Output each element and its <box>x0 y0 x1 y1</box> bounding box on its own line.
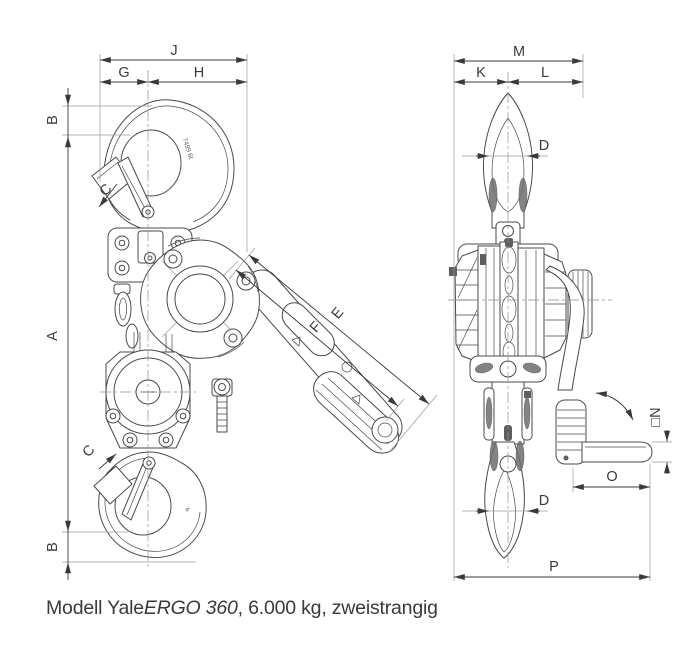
caption: Modell YaleERGO 360, 6.000 kg, zweistran… <box>46 597 438 620</box>
caption-model-name: ERGO 360 <box>143 597 238 619</box>
dim-O: O <box>572 469 651 490</box>
front-top-hook: 7499 6t <box>91 99 235 233</box>
dim-label-K: K <box>476 65 486 81</box>
front-gear-housing <box>140 237 260 359</box>
caption-suffix: , 6.000 kg, zweistrangig <box>237 597 438 619</box>
dim-label-D-top: D <box>539 138 549 154</box>
dim-label-A: A <box>45 331 61 341</box>
caption-prefix: Modell Yale <box>46 597 144 619</box>
dim-A-B-line: B A B <box>45 88 71 580</box>
dim-H: H <box>147 65 248 85</box>
dim-label-O: O <box>606 469 617 485</box>
dim-M: M <box>453 44 584 64</box>
dim-D-top: D <box>476 138 549 159</box>
dim-label-J: J <box>170 43 177 59</box>
hook-marking-bottom: 4 <box>183 506 191 514</box>
dim-P: P <box>453 559 651 580</box>
dim-label-D-bottom: D <box>539 493 549 509</box>
side-lever-grip <box>555 399 587 465</box>
front-eye-bolt <box>211 378 233 433</box>
front-view: 7499 6t <box>45 43 438 580</box>
side-handle-bar <box>581 441 653 463</box>
dim-C-bottom: C <box>80 442 117 470</box>
dim-K: K <box>453 65 509 85</box>
dim-L: L <box>507 65 584 85</box>
dim-J: J <box>99 43 248 63</box>
dim-G: G <box>99 65 149 85</box>
side-view: M K L D D □N O P <box>448 44 672 581</box>
dim-D-bottom: D <box>476 493 549 514</box>
dim-N: □N <box>648 407 670 474</box>
front-bottom-hook: 4 <box>93 451 207 558</box>
side-lever <box>545 265 653 465</box>
dim-label-M: M <box>513 44 525 60</box>
dim-label-N: □N <box>648 407 664 426</box>
dim-label-G: G <box>118 65 129 81</box>
dim-label-H: H <box>194 65 204 81</box>
lever-rotation-arc <box>595 391 634 421</box>
dim-label-B-bottom: B <box>45 542 61 552</box>
dim-label-C-bottom: C <box>80 442 99 460</box>
dim-label-E: E <box>329 304 348 322</box>
dim-label-L: L <box>541 65 549 81</box>
dim-label-P: P <box>549 559 559 575</box>
dim-label-B-top: B <box>45 115 61 125</box>
front-chain-strands <box>133 332 173 354</box>
